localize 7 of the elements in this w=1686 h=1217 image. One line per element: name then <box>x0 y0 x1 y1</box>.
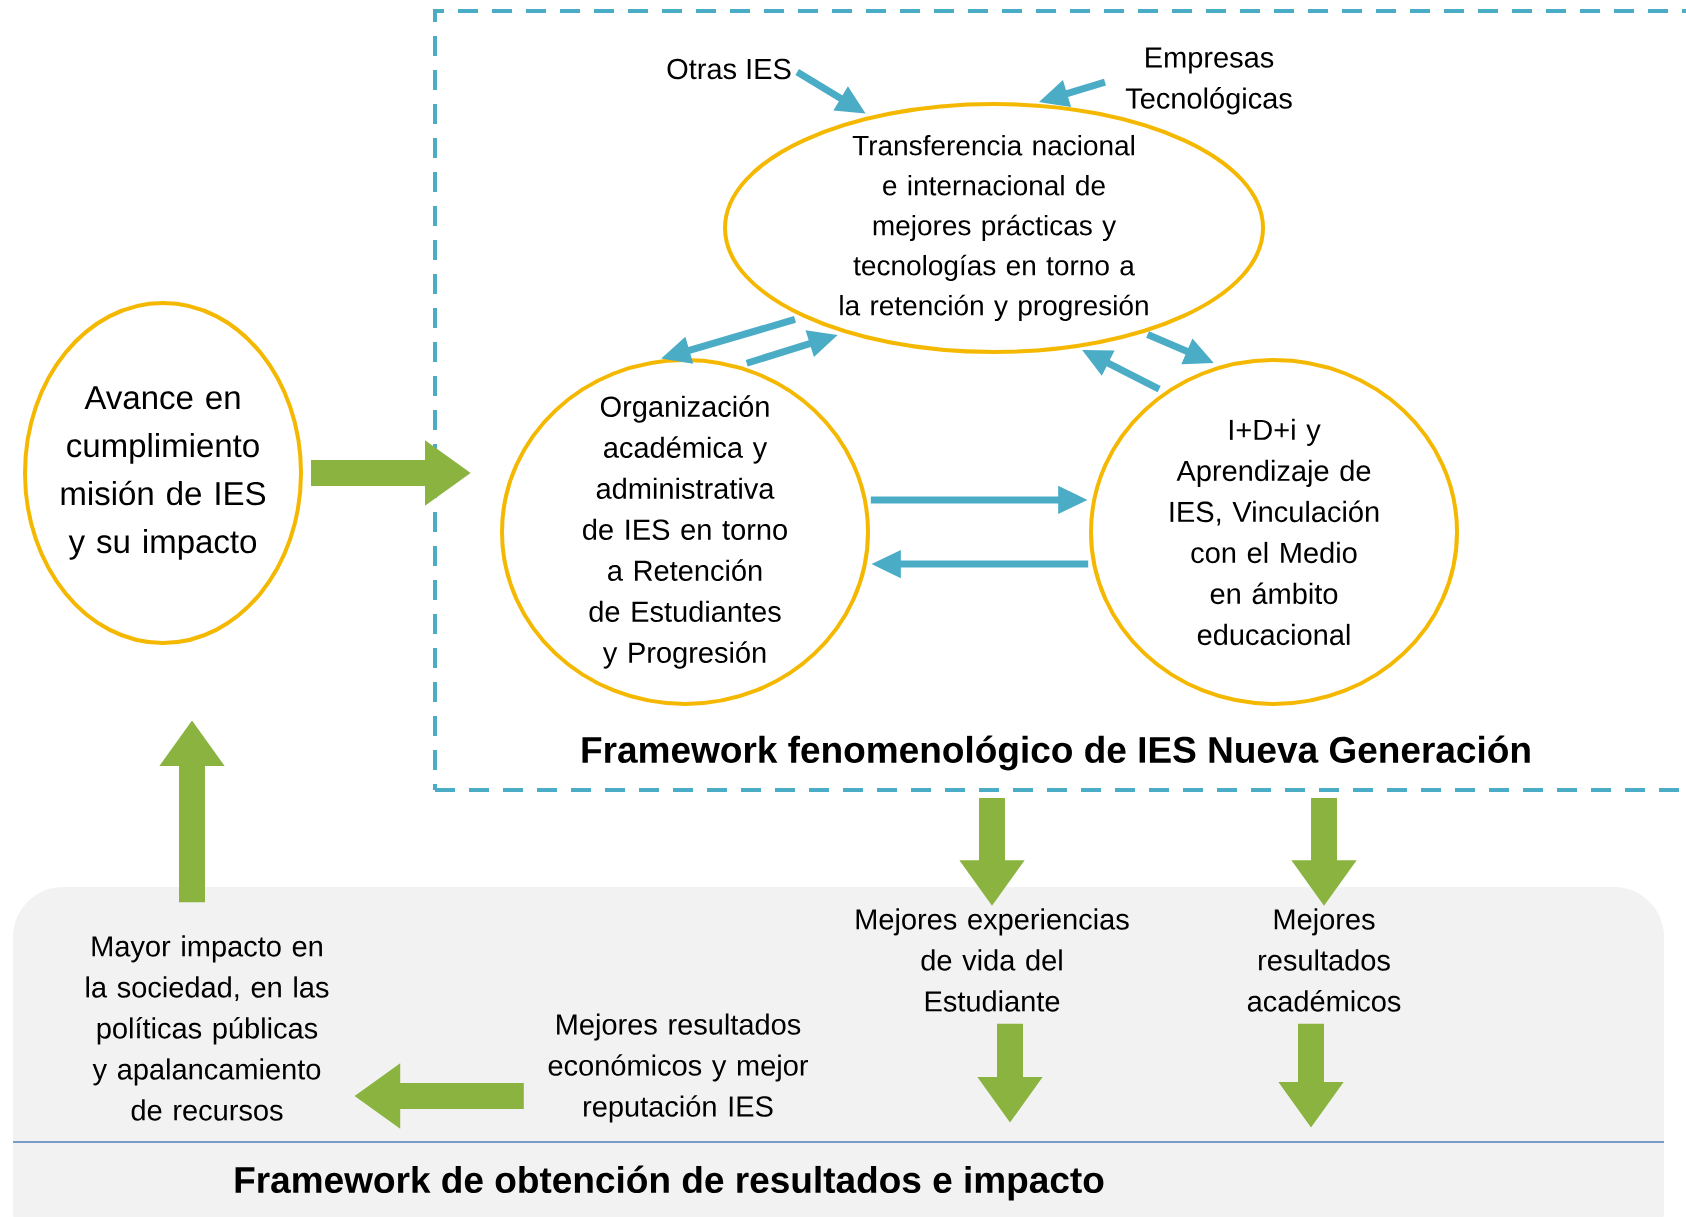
result-text: Mejores experiencias de vida del Estudiante <box>856 908 1129 1012</box>
panel-title: Framework de obtención de resultados e impacto <box>235 1165 1104 1201</box>
result-text: Mejores resultados académicos <box>1247 908 1401 1012</box>
result-text: Mejores resultados económicos y mejor reputación IES <box>548 1013 808 1123</box>
frame-title: Framework fenomenológico de IES Nueva Generación <box>582 735 1530 771</box>
result-text: Mayor impacto en la sociedad, en las políticas públicas y apalancamiento de recursos <box>86 935 329 1121</box>
source-label: Otras IES <box>667 58 791 80</box>
